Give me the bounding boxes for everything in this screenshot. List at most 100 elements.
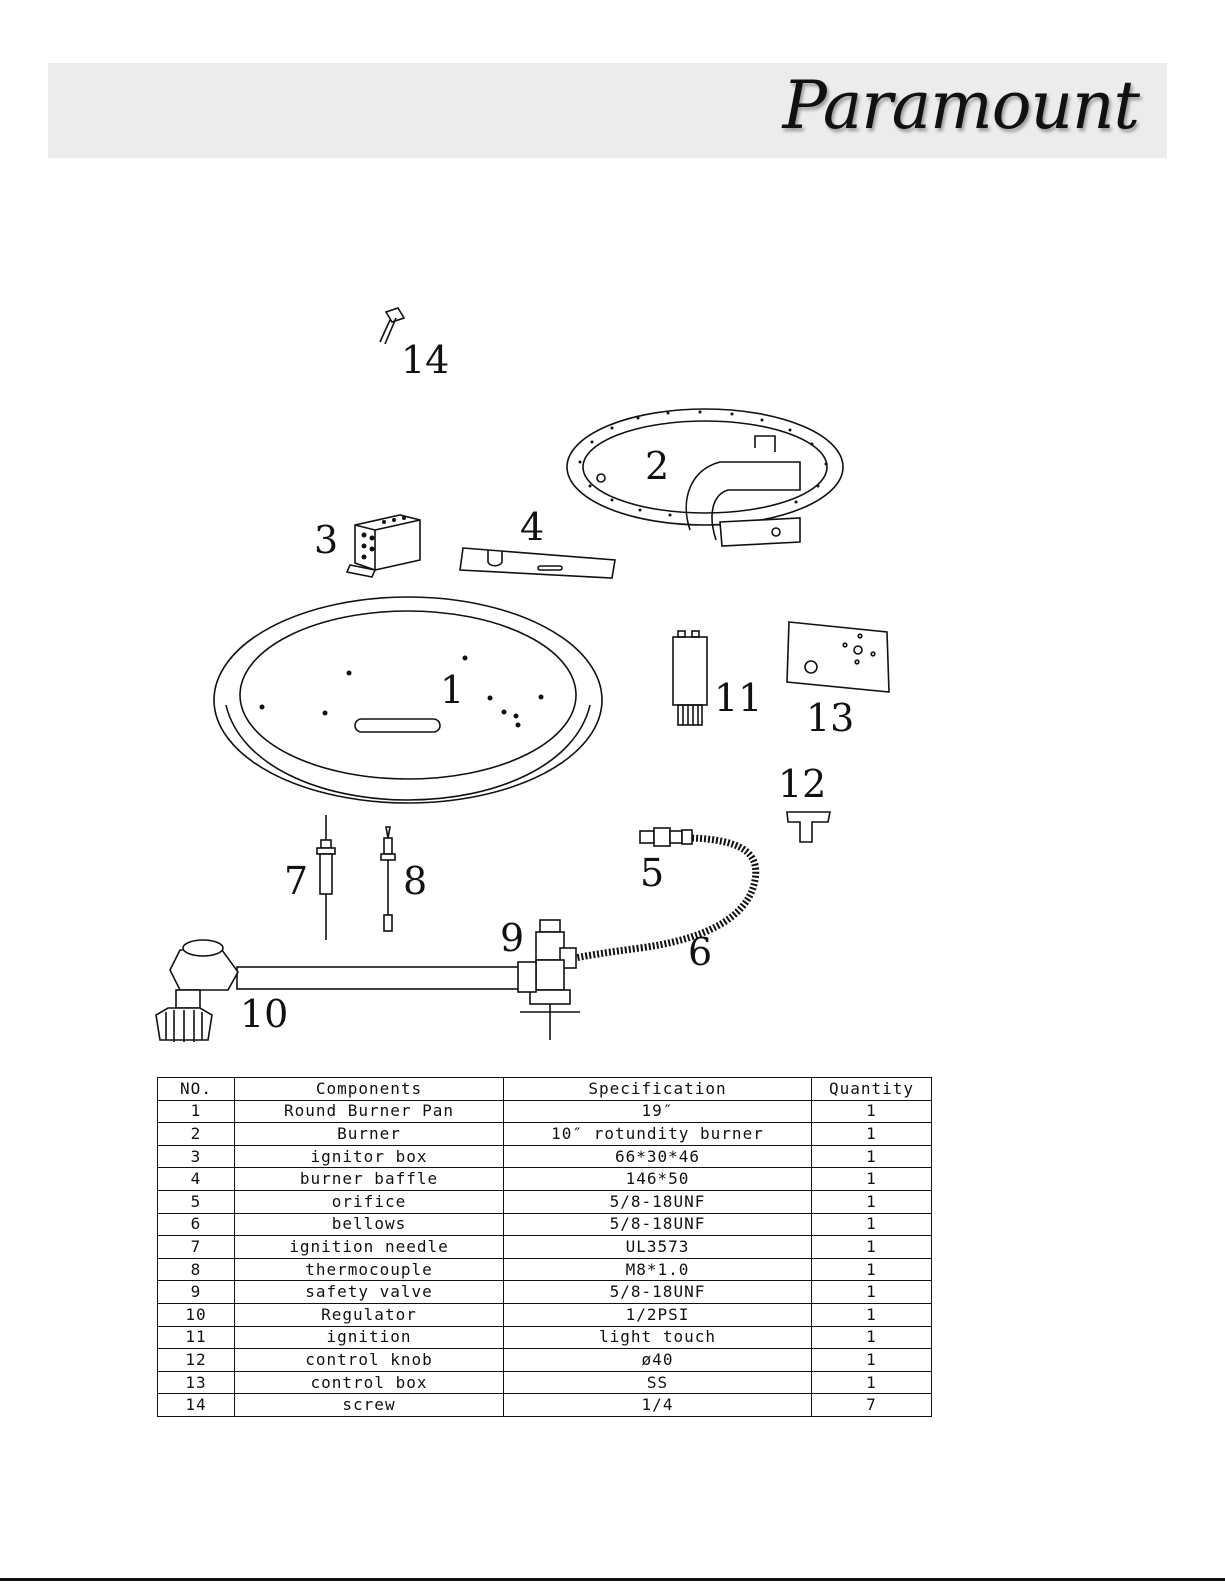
cell-no: 12 bbox=[157, 1348, 235, 1372]
part-burner-pan bbox=[213, 596, 603, 804]
cell-quantity: 1 bbox=[811, 1348, 932, 1372]
footer-divider bbox=[0, 1578, 1225, 1581]
callout-9: 9 bbox=[500, 916, 524, 960]
column-header-no: NO. bbox=[157, 1077, 235, 1101]
cell-quantity: 1 bbox=[811, 1370, 932, 1395]
part-regulator bbox=[155, 939, 537, 1042]
cell-component: Round Burner Pan bbox=[234, 1099, 504, 1124]
cell-specification: 5/8-18UNF bbox=[503, 1212, 812, 1237]
cell-quantity: 1 bbox=[811, 1235, 932, 1259]
cell-component: screw bbox=[234, 1393, 504, 1417]
cell-specification: 5/8-18UNF bbox=[503, 1280, 812, 1304]
cell-component: bellows bbox=[234, 1212, 504, 1237]
cell-component: orifice bbox=[234, 1189, 504, 1214]
cell-no: 4 bbox=[157, 1167, 235, 1191]
cell-specification: M8*1.0 bbox=[503, 1257, 812, 1282]
cell-component: safety valve bbox=[234, 1280, 504, 1304]
cell-no: 7 bbox=[157, 1235, 235, 1259]
cell-component: burner baffle bbox=[234, 1167, 504, 1191]
cell-quantity: 1 bbox=[811, 1167, 932, 1191]
callout-6: 6 bbox=[688, 930, 712, 974]
part-burner-baffle bbox=[459, 547, 616, 579]
part-ignitor-box bbox=[345, 514, 421, 578]
cell-quantity: 1 bbox=[811, 1325, 932, 1350]
callout-14: 14 bbox=[401, 338, 449, 382]
column-header-specification: Specification bbox=[503, 1077, 812, 1101]
cell-quantity: 7 bbox=[811, 1393, 932, 1417]
cell-specification: 1/2PSI bbox=[503, 1302, 812, 1327]
part-control-box bbox=[786, 621, 890, 693]
callout-5: 5 bbox=[640, 851, 664, 895]
cell-quantity: 1 bbox=[811, 1302, 932, 1327]
cell-specification: 66*30*46 bbox=[503, 1144, 812, 1169]
table-header-row: NO. Components Specification Quantity bbox=[157, 1077, 932, 1101]
callout-2: 2 bbox=[645, 444, 669, 488]
callout-12: 12 bbox=[778, 762, 826, 806]
callout-4: 4 bbox=[520, 505, 544, 549]
cell-no: 5 bbox=[157, 1189, 235, 1214]
cell-component: control knob bbox=[234, 1348, 504, 1372]
cell-specification: ø40 bbox=[503, 1348, 812, 1372]
cell-specification: light touch bbox=[503, 1325, 812, 1350]
cell-no: 6 bbox=[157, 1212, 235, 1237]
cell-quantity: 1 bbox=[811, 1257, 932, 1282]
cell-specification: 1/4 bbox=[503, 1393, 812, 1417]
cell-no: 2 bbox=[157, 1122, 235, 1146]
cell-no: 1 bbox=[157, 1099, 235, 1124]
part-safety-valve bbox=[520, 919, 580, 1040]
cell-component: thermocouple bbox=[234, 1257, 504, 1282]
callout-7: 7 bbox=[284, 859, 308, 903]
callout-11: 11 bbox=[714, 676, 762, 720]
cell-quantity: 1 bbox=[811, 1280, 932, 1304]
part-bellows bbox=[574, 834, 760, 962]
part-control-knob bbox=[786, 811, 831, 843]
part-screw bbox=[379, 307, 406, 345]
callout-1: 1 bbox=[440, 668, 464, 712]
cell-component: ignitor box bbox=[234, 1144, 504, 1169]
part-ignition bbox=[672, 630, 708, 726]
cell-no: 11 bbox=[157, 1325, 235, 1350]
cell-no: 14 bbox=[157, 1393, 235, 1417]
part-ignition-needle bbox=[316, 815, 336, 940]
callout-10: 10 bbox=[240, 992, 288, 1036]
cell-quantity: 1 bbox=[811, 1189, 932, 1214]
callout-8: 8 bbox=[403, 859, 427, 903]
cell-specification: UL3573 bbox=[503, 1235, 812, 1259]
cell-specification: 19″ bbox=[503, 1099, 812, 1124]
column-header-components: Components bbox=[234, 1077, 504, 1101]
header-band: Paramount bbox=[48, 63, 1167, 158]
cell-specification: SS bbox=[503, 1370, 812, 1395]
cell-specification: 10″ rotundity burner bbox=[503, 1122, 812, 1146]
cell-no: 8 bbox=[157, 1257, 235, 1282]
cell-no: 9 bbox=[157, 1280, 235, 1304]
cell-quantity: 1 bbox=[811, 1099, 932, 1124]
cell-no: 13 bbox=[157, 1370, 235, 1395]
cell-quantity: 1 bbox=[811, 1212, 932, 1237]
part-thermocouple bbox=[380, 826, 396, 932]
callout-13: 13 bbox=[806, 696, 854, 740]
part-orifice bbox=[639, 827, 693, 847]
cell-component: Regulator bbox=[234, 1302, 504, 1327]
cell-quantity: 1 bbox=[811, 1122, 932, 1146]
column-header-quantity: Quantity bbox=[811, 1077, 932, 1101]
brand-logo: Paramount bbox=[782, 67, 1140, 144]
cell-specification: 146*50 bbox=[503, 1167, 812, 1191]
cell-specification: 5/8-18UNF bbox=[503, 1189, 812, 1214]
cell-component: ignition needle bbox=[234, 1235, 504, 1259]
cell-component: ignition bbox=[234, 1325, 504, 1350]
cell-component: Burner bbox=[234, 1122, 504, 1146]
parts-diagram: 1 2 3 4 5 6 7 8 9 10 11 12 13 14 bbox=[155, 307, 890, 1042]
